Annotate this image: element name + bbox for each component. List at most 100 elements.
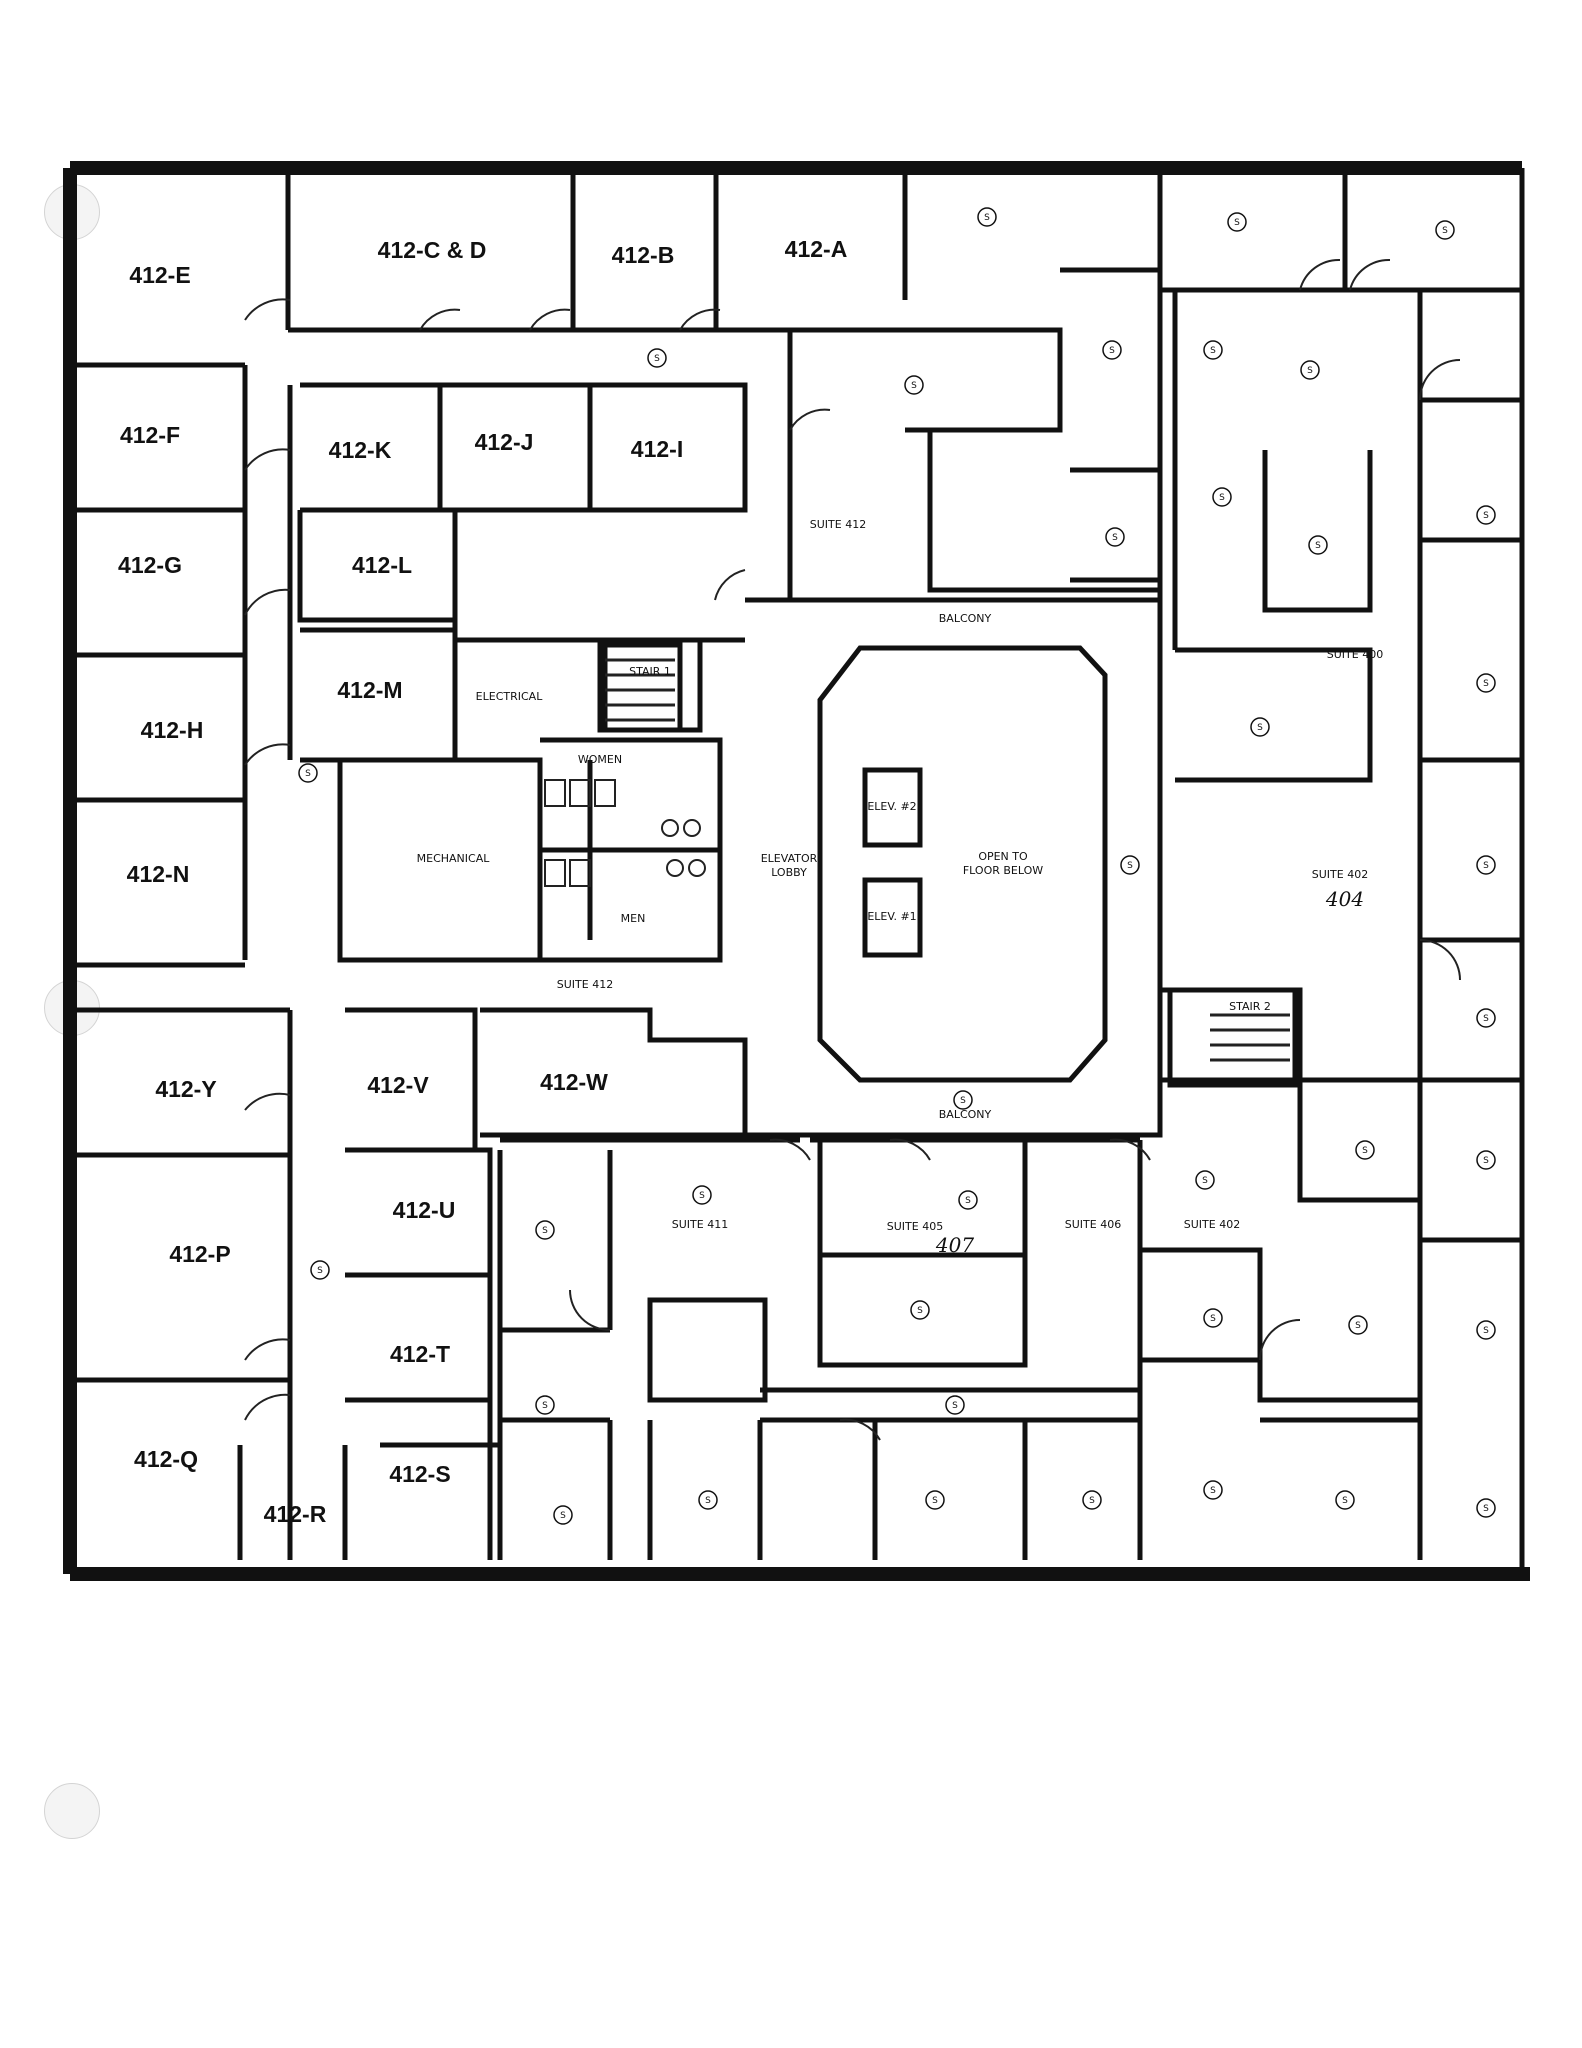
room-label-412-j: 412-J <box>475 429 534 455</box>
svg-text:S: S <box>305 769 311 779</box>
svg-text:S: S <box>1112 533 1118 543</box>
label-suite-405: SUITE 405 <box>887 1220 943 1233</box>
room-label-412-r: 412-R <box>264 1501 327 1527</box>
svg-text:S: S <box>911 381 917 391</box>
label-elev-2: ELEV. #2 <box>867 800 916 813</box>
west-wing-walls <box>70 168 908 1560</box>
label-suite-402-bottom: SUITE 402 <box>1184 1218 1240 1231</box>
label-suite-412: SUITE 412 <box>810 518 866 531</box>
elevator-1-shaft <box>862 877 923 958</box>
label-suite-400: SUITE 400 <box>1327 648 1383 661</box>
svg-text:S: S <box>1442 226 1448 236</box>
svg-text:S: S <box>1257 723 1263 733</box>
room-label-412-s: 412-S <box>389 1461 450 1487</box>
plan-annotations: SUITE 412 BALCONY STAIR 1 ELECTRICAL MEC… <box>417 518 1384 1257</box>
room-label-412-f: 412-F <box>120 422 180 448</box>
label-balcony-bottom: BALCONY <box>939 1108 992 1121</box>
svg-text:S: S <box>1315 541 1321 551</box>
label-suite-406: SUITE 406 <box>1065 1218 1121 1231</box>
room-labels: 412-E 412-C & D 412-B 412-A 412-F 412-K … <box>118 236 847 1527</box>
svg-text:S: S <box>1483 861 1489 871</box>
label-balcony-top: BALCONY <box>939 612 992 625</box>
room-label-412-g: 412-G <box>118 552 182 578</box>
room-label-412-e: 412-E <box>129 262 190 288</box>
svg-text:S: S <box>952 1401 958 1411</box>
svg-text:S: S <box>699 1191 705 1201</box>
room-label-412-v: 412-V <box>367 1072 429 1098</box>
svg-text:S: S <box>1483 1156 1489 1166</box>
label-open-to: OPEN TO <box>978 850 1028 863</box>
room-label-412-k: 412-K <box>329 437 392 463</box>
elevator-2-shaft <box>862 767 923 848</box>
svg-text:S: S <box>1483 679 1489 689</box>
svg-text:S: S <box>1483 1504 1489 1514</box>
svg-text:S: S <box>1234 218 1240 228</box>
svg-text:S: S <box>1483 1326 1489 1336</box>
label-stair-2: STAIR 2 <box>1229 1000 1271 1013</box>
room-label-412-b: 412-B <box>612 242 675 268</box>
label-elev-1: ELEV. #1 <box>867 910 916 923</box>
label-stair-1: STAIR 1 <box>629 665 671 678</box>
sprinkler-markers: S S S S S S S S S S S S S S S S S S S S … <box>298 207 1496 1525</box>
label-elevator-lobby-2: LOBBY <box>771 866 807 879</box>
svg-text:S: S <box>984 213 990 223</box>
svg-text:S: S <box>1210 1486 1216 1496</box>
room-label-412-l: 412-L <box>352 552 412 578</box>
label-suite-402-top: SUITE 402 <box>1312 868 1368 881</box>
svg-text:S: S <box>960 1096 966 1106</box>
svg-text:S: S <box>1219 493 1225 503</box>
stair-1 <box>597 642 683 733</box>
door-swings <box>244 258 1461 1441</box>
svg-text:S: S <box>1202 1176 1208 1186</box>
label-elevator-lobby-1: ELEVATOR <box>761 852 818 865</box>
svg-text:S: S <box>1210 1314 1216 1324</box>
svg-text:S: S <box>965 1196 971 1206</box>
svg-text:S: S <box>917 1306 923 1316</box>
svg-text:S: S <box>1127 861 1133 871</box>
svg-text:S: S <box>560 1511 566 1521</box>
svg-text:S: S <box>1089 1496 1095 1506</box>
room-label-412-y: 412-Y <box>155 1076 216 1102</box>
room-label-412-t: 412-T <box>390 1341 450 1367</box>
svg-text:S: S <box>542 1401 548 1411</box>
svg-text:S: S <box>317 1266 323 1276</box>
south-wing-walls <box>380 1137 1420 1560</box>
east-wing-walls <box>1160 168 1522 1560</box>
svg-text:S: S <box>654 354 660 364</box>
handwritten-note-404: 404 <box>1325 887 1364 911</box>
room-label-412-p: 412-P <box>169 1241 230 1267</box>
label-electrical: ELECTRICAL <box>476 690 544 703</box>
svg-text:S: S <box>1483 511 1489 521</box>
label-suite-411: SUITE 411 <box>672 1218 728 1231</box>
binder-hole-bottom <box>44 1783 100 1839</box>
room-label-412-i: 412-I <box>631 436 683 462</box>
svg-text:S: S <box>1307 366 1313 376</box>
label-floor-below: FLOOR BELOW <box>963 864 1043 877</box>
room-label-412-w: 412-W <box>540 1069 608 1095</box>
stair-2 <box>1167 987 1298 1088</box>
restroom-fixtures <box>544 779 706 887</box>
svg-text:S: S <box>1355 1321 1361 1331</box>
room-label-412-a: 412-A <box>785 236 848 262</box>
svg-text:S: S <box>705 1496 711 1506</box>
svg-text:S: S <box>1210 346 1216 356</box>
svg-text:S: S <box>542 1226 548 1236</box>
room-label-412-u: 412-U <box>393 1197 456 1223</box>
label-suite-412-lower: SUITE 412 <box>557 978 613 991</box>
atrium-open-to-floor-below <box>817 645 1108 1083</box>
room-label-412-cd: 412-C & D <box>378 237 487 263</box>
svg-text:S: S <box>1342 1496 1348 1506</box>
label-men: MEN <box>621 912 646 925</box>
core-walls <box>540 168 1163 1138</box>
svg-text:S: S <box>932 1496 938 1506</box>
handwritten-note-407: 407 <box>935 1233 974 1257</box>
room-label-412-m: 412-M <box>337 677 402 703</box>
svg-text:S: S <box>1109 346 1115 356</box>
label-mechanical: MECHANICAL <box>417 852 491 865</box>
room-label-412-h: 412-H <box>141 717 204 743</box>
svg-text:S: S <box>1483 1014 1489 1024</box>
svg-text:S: S <box>1362 1146 1368 1156</box>
room-label-412-q: 412-Q <box>134 1446 198 1472</box>
label-women: WOMEN <box>578 753 622 766</box>
